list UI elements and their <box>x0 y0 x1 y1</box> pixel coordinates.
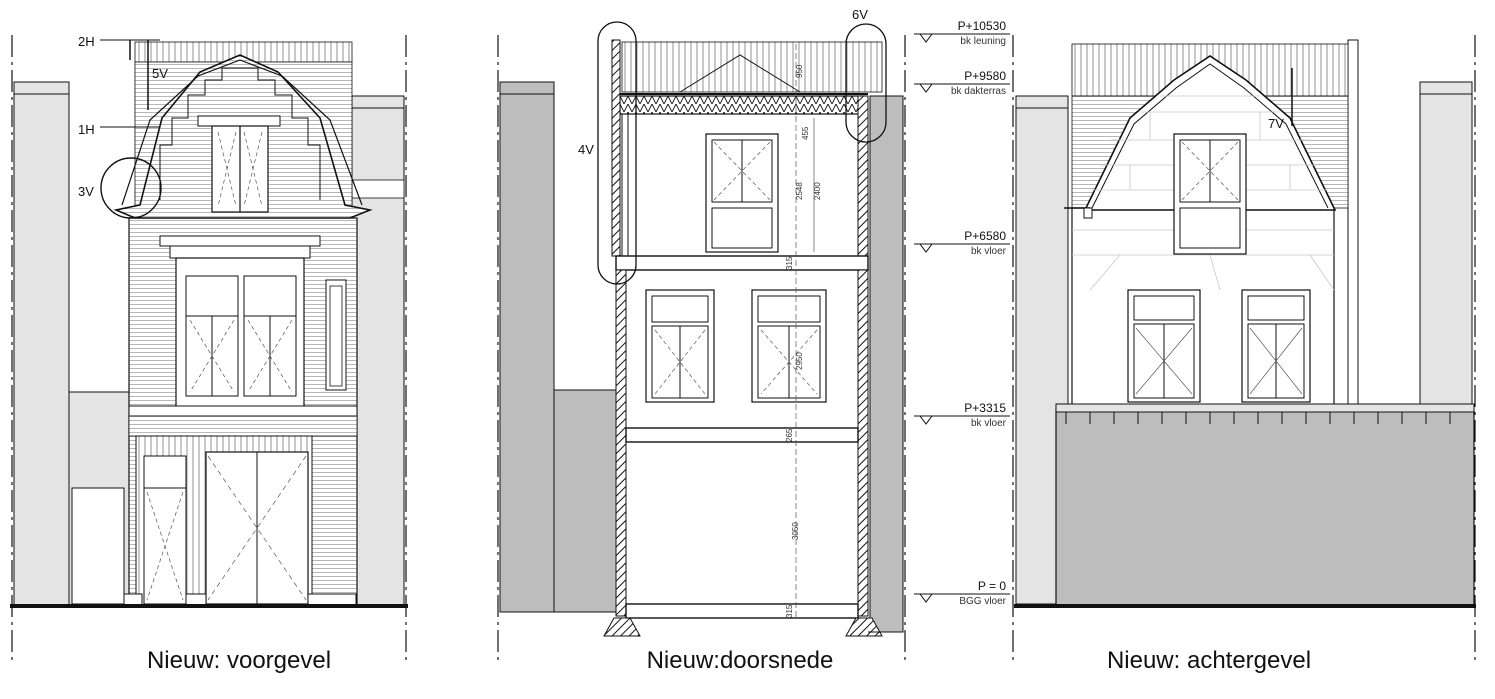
dim-2950: 2950 <box>795 352 804 370</box>
level-elevation: P+3315 <box>964 401 1006 415</box>
marker-7v: 7V <box>1268 116 1284 131</box>
level-label: BGG vloer <box>959 596 1006 607</box>
dim-315-bottom: 315 <box>785 604 794 618</box>
rear-elevation: 7V Nieuw: achtergevel <box>1012 35 1476 674</box>
dim-2548: 2548 <box>795 182 804 200</box>
level-elevation: P = 0 <box>978 579 1006 593</box>
marker-6v: 6V <box>852 7 868 22</box>
level-marker: P+6580 bk vloer <box>914 229 1010 257</box>
marker-4v: 4V <box>578 142 594 157</box>
level-label: bk leuning <box>960 36 1006 47</box>
section-caption: Nieuw:doorsnede <box>647 647 834 674</box>
dim-2400: 2400 <box>813 182 822 200</box>
front-elevation-caption: Nieuw: voorgevel <box>147 647 331 674</box>
front-elevation: 2H 5V 1H 3V Nieuw: voorgevel <box>10 34 408 674</box>
level-marker: P = 0 BGG vloer <box>914 579 1010 607</box>
dim-265: 265 <box>785 428 794 442</box>
level-marker: P+9580 bk dakterras <box>914 69 1010 97</box>
level-marker: P+3315 bk vloer <box>914 401 1010 429</box>
marker-1h: 1H <box>78 122 95 137</box>
level-elevation: P+9580 <box>964 69 1006 83</box>
rear-elevation-caption: Nieuw: achtergevel <box>1107 647 1311 674</box>
level-marker: P+10530 bk leuning <box>914 19 1010 47</box>
dim-455: 455 <box>801 126 810 140</box>
level-label: bk dakterras <box>951 86 1006 97</box>
level-elevation: P+6580 <box>964 229 1006 243</box>
marker-3v: 3V <box>78 184 94 199</box>
marker-5v: 5V <box>152 66 168 81</box>
dim-3050: 3050 <box>791 522 800 540</box>
dim-315-top: 315 <box>785 256 794 270</box>
level-elevation: P+10530 <box>958 19 1007 33</box>
dim-950: 950 <box>795 64 804 78</box>
section-drawing: 950 455 2548 2400 315 2950 265 3050 315 … <box>497 7 906 674</box>
marker-2h: 2H <box>78 34 95 49</box>
level-label: bk vloer <box>971 418 1007 429</box>
level-label: bk vloer <box>971 246 1007 257</box>
level-markers: P+10530 bk leuning P+9580 bk dakterras P… <box>914 19 1010 607</box>
